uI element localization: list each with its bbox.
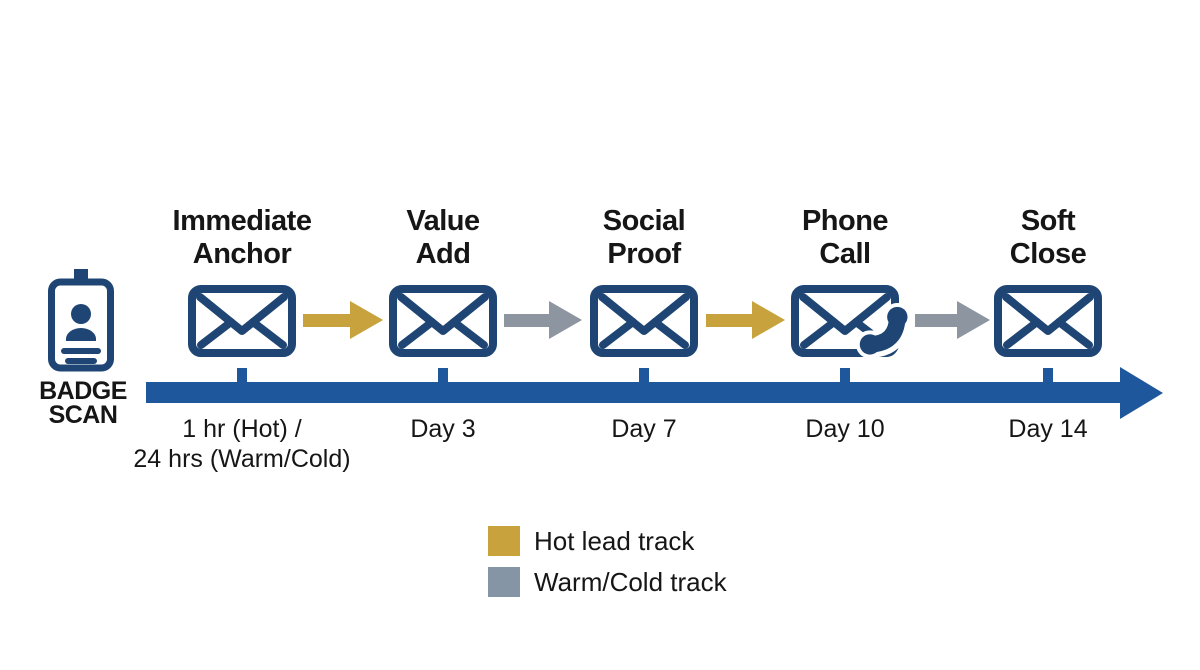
time-label-day-3: Day 3 xyxy=(410,415,476,443)
timeline-tick xyxy=(1043,368,1053,384)
envelope-icon xyxy=(994,285,1102,357)
time-label-immediate-anchor: 1 hr (Hot) / 24 hrs (Warm/Cold) xyxy=(133,415,351,473)
timeline-bar xyxy=(146,382,1122,403)
timeline-arrowhead-icon xyxy=(1120,367,1163,419)
time-label-day-14: Day 14 xyxy=(1008,415,1088,443)
warm-cold-track-arrowhead-icon xyxy=(549,301,582,339)
legend-label-hot: Hot lead track xyxy=(534,526,695,556)
phone-handset-icon xyxy=(855,303,912,359)
envelope-icon xyxy=(389,285,497,357)
id-badge-icon xyxy=(48,269,114,372)
step-label-soft-close: Soft Close xyxy=(1009,205,1087,270)
timeline-tick xyxy=(438,368,448,384)
hot-track-arrow xyxy=(706,314,753,327)
hot-track-arrowhead-icon xyxy=(752,301,785,339)
warm-cold-track-arrow xyxy=(504,314,550,327)
step-label-value-add: Value Add xyxy=(406,205,480,270)
time-label-day-7: Day 7 xyxy=(611,415,677,443)
legend-swatch-warm-cold xyxy=(488,567,520,597)
warm-cold-track-arrow xyxy=(915,314,958,327)
legend-label-warm-cold: Warm/Cold track xyxy=(534,567,727,597)
badge-scan-label-line2: SCAN xyxy=(48,401,118,429)
badge-scan-label: BADGE SCAN xyxy=(17,377,149,429)
warm-cold-track-arrowhead-icon xyxy=(957,301,990,339)
timeline-tick xyxy=(840,368,850,384)
hot-track-arrowhead-icon xyxy=(350,301,383,339)
timeline-tick xyxy=(639,368,649,384)
legend-swatch-hot xyxy=(488,526,520,556)
step-label-immediate-anchor: Immediate Anchor xyxy=(172,205,312,270)
step-label-phone-call: Phone Call xyxy=(801,205,889,270)
timeline-tick xyxy=(237,368,247,384)
envelope-icon xyxy=(188,285,296,357)
step-label-social-proof: Social Proof xyxy=(602,205,686,270)
badge-scan-label-line1: BADGE xyxy=(39,377,127,405)
envelope-icon xyxy=(590,285,698,357)
hot-track-arrow xyxy=(303,314,351,327)
time-label-day-10: Day 10 xyxy=(805,415,885,443)
